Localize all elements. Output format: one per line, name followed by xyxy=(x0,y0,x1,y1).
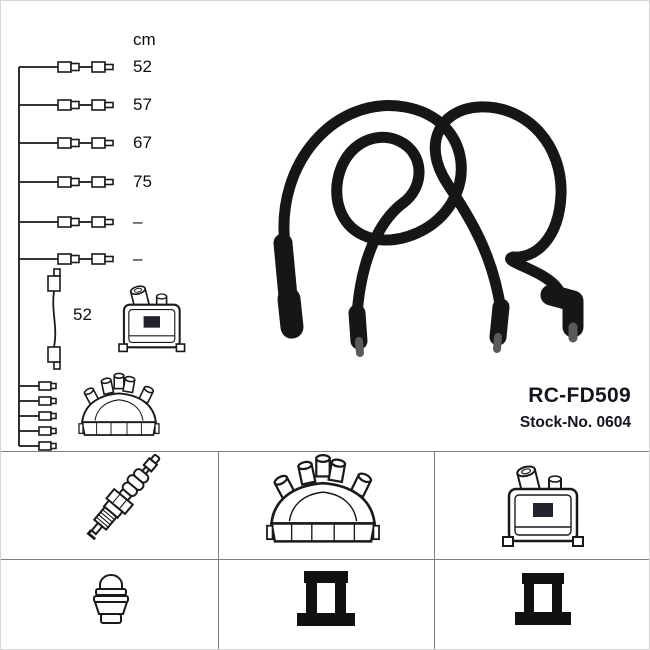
cable-length-diagram xyxy=(18,61,114,451)
grid-line-col2 xyxy=(434,451,435,649)
straight-boot xyxy=(348,304,368,350)
cable-length-2: 57 xyxy=(133,95,152,114)
cable-length-3: 67 xyxy=(133,133,152,152)
distributor-cap-icon xyxy=(265,453,381,543)
unit-label: cm xyxy=(133,30,156,49)
distributor-cap-illustration xyxy=(78,372,160,436)
grid-icons xyxy=(86,453,585,626)
ignition-coil-icon xyxy=(501,463,585,548)
grid-line-col1 xyxy=(218,451,219,649)
cap-terminal-icon xyxy=(515,573,571,625)
coil-wire-length: 52 xyxy=(73,305,92,324)
coil-wire-schematic xyxy=(47,268,61,370)
cable-length-6: – xyxy=(133,249,143,268)
part-number: RC-FD509 xyxy=(528,384,631,407)
terminal-boot-icon xyxy=(93,574,129,624)
cap-terminal-stubs xyxy=(19,381,57,451)
grid-line-top xyxy=(1,451,649,452)
elbow-boot xyxy=(540,284,584,338)
stock-number: Stock-No. 0604 xyxy=(519,414,631,431)
ignition-cables-photo xyxy=(273,100,584,357)
spark-plug-icon xyxy=(86,454,161,541)
ignition-coil-illustration xyxy=(117,283,186,353)
cable-left xyxy=(278,100,467,321)
cable-length-1: 52 xyxy=(133,57,152,76)
cable-length-5: – xyxy=(133,212,143,231)
coil-terminal-icon xyxy=(297,571,355,626)
grid-line-middle xyxy=(1,559,649,560)
cable-length-4: 75 xyxy=(133,172,152,191)
coil-end-boot xyxy=(489,298,510,346)
top-artwork xyxy=(18,61,584,451)
cable-right xyxy=(429,101,567,317)
